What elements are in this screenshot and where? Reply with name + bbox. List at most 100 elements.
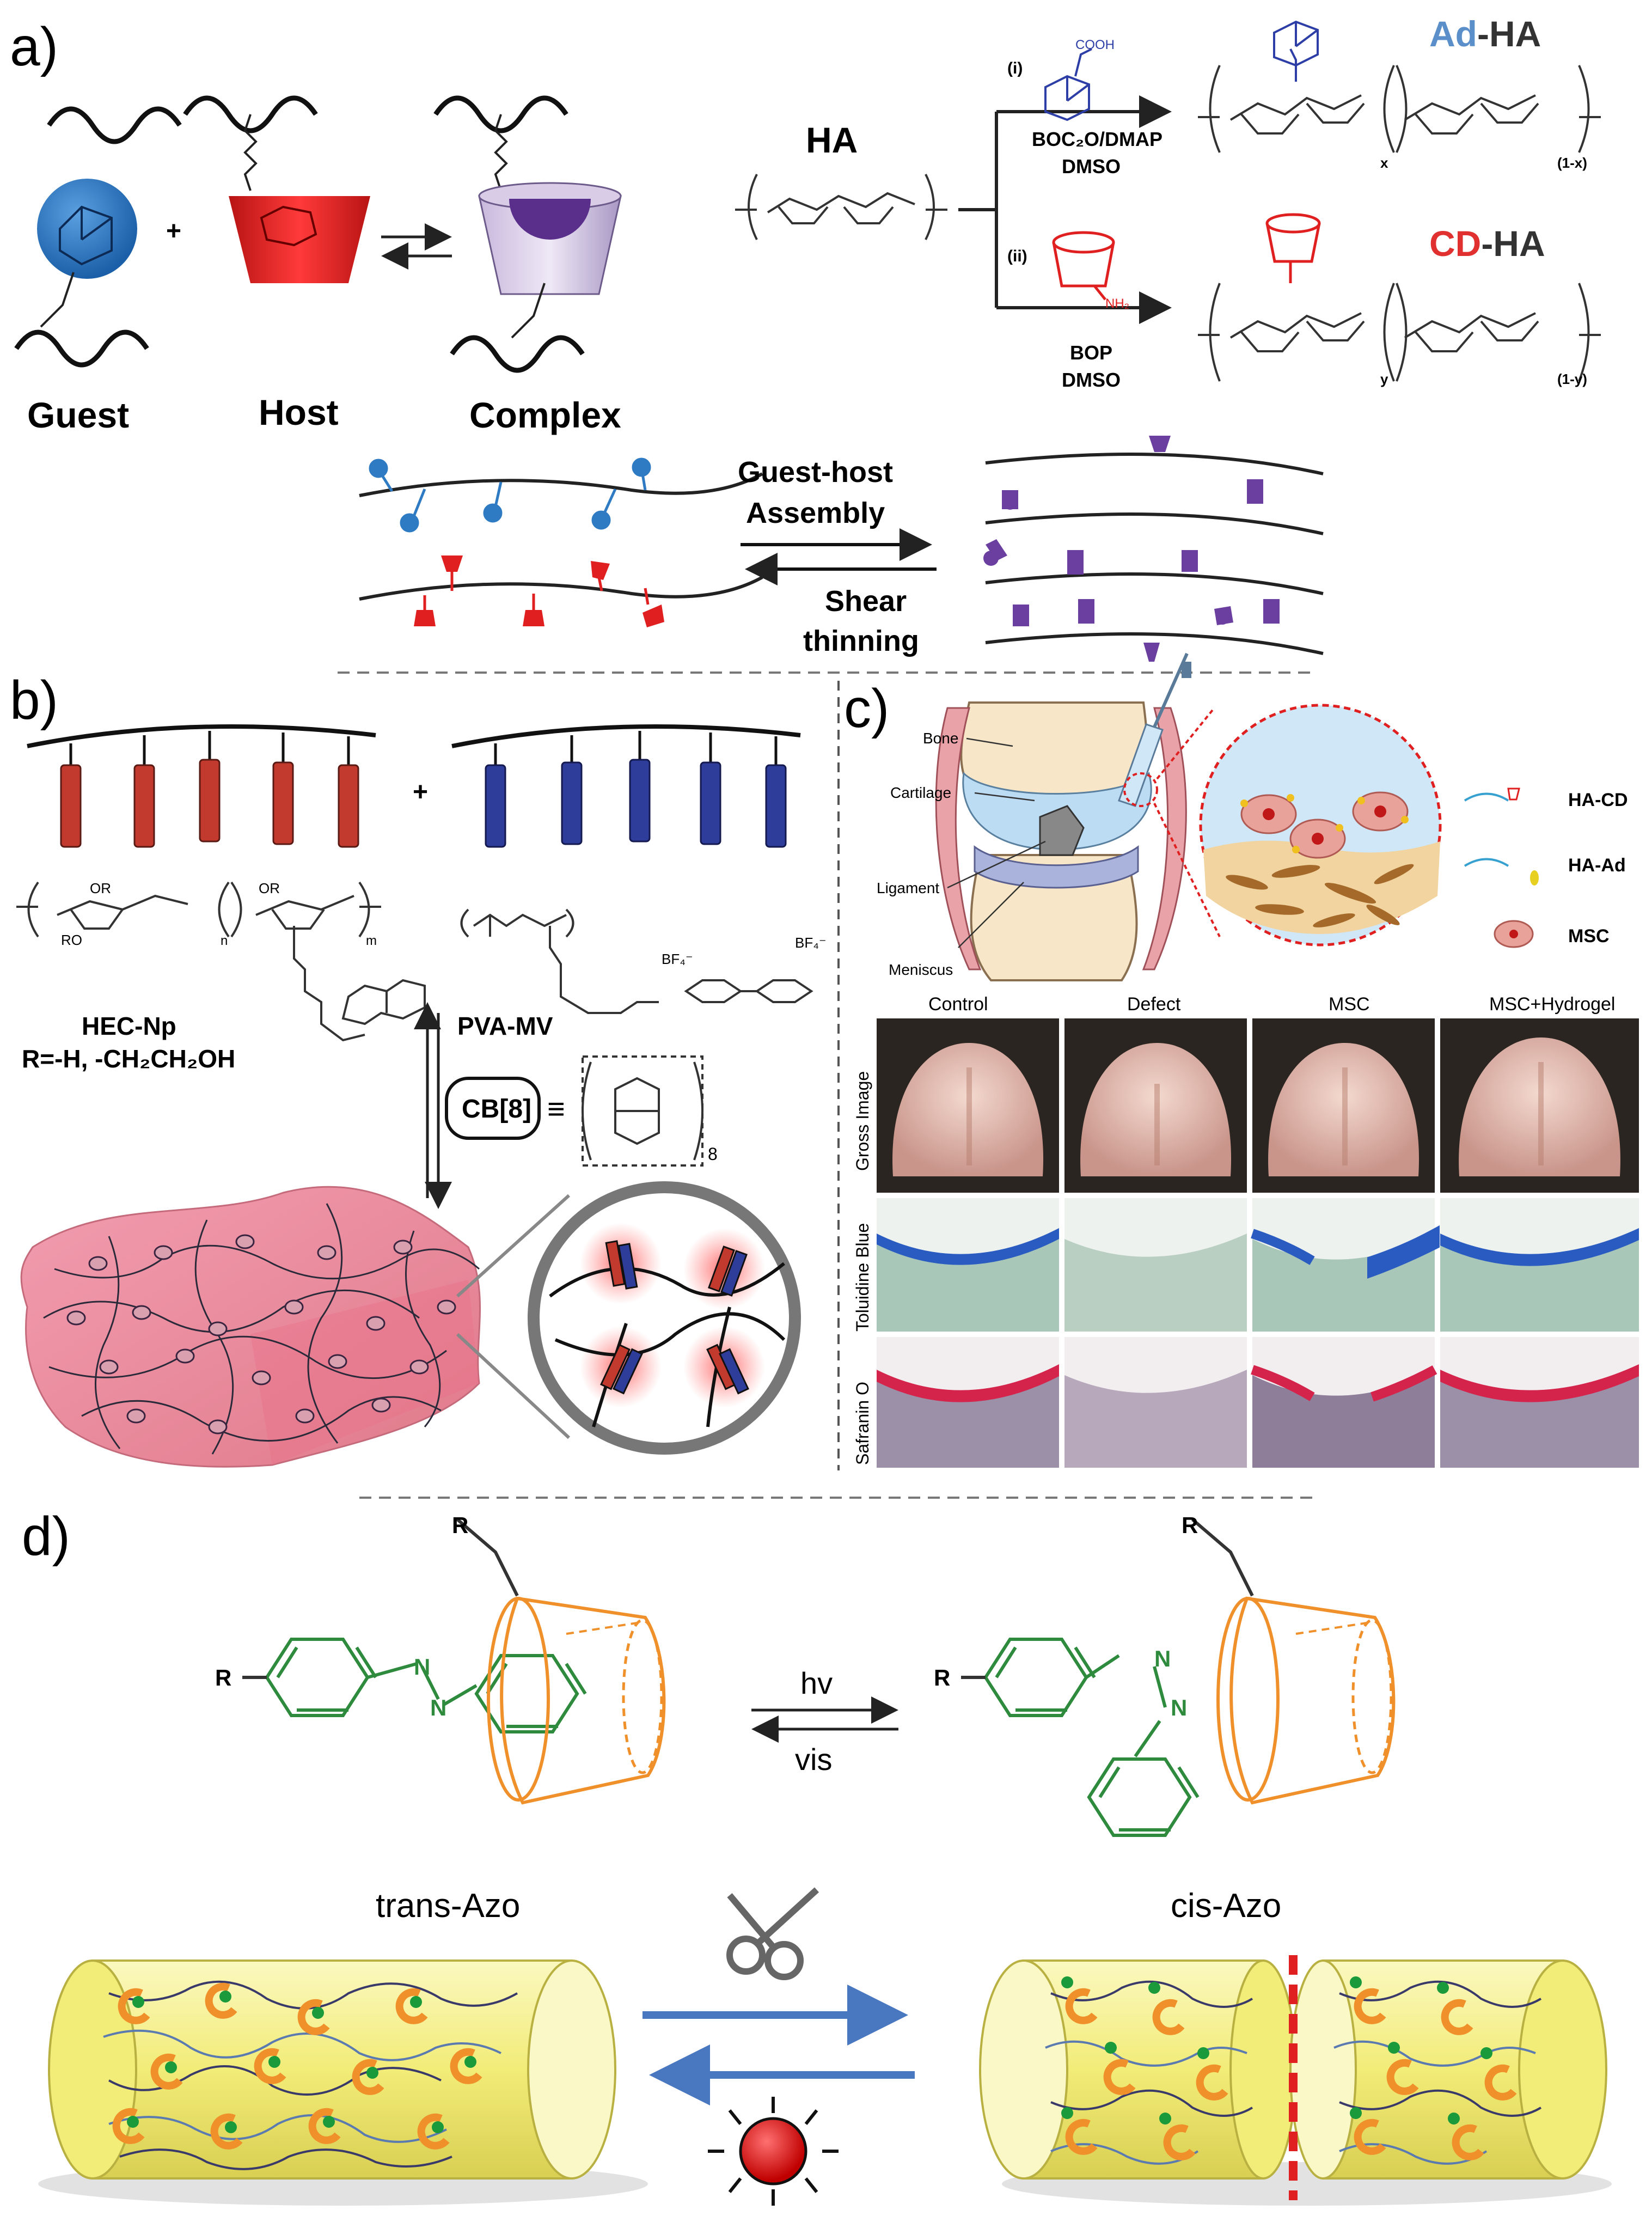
assembly-arrows	[741, 528, 937, 585]
complex-label: Complex	[469, 395, 621, 435]
cis-n-2: N	[1171, 1695, 1187, 1720]
col-defect: Defect	[1127, 994, 1181, 1015]
cooh-label: COOH	[1075, 38, 1115, 52]
gross-row	[877, 1018, 1639, 1193]
cb8-crosslink	[252, 1370, 271, 1385]
cb8-crosslink	[154, 1245, 173, 1260]
trans-azo-molecule	[242, 1518, 666, 1805]
assembly-label-1: Guest-host	[738, 456, 893, 489]
complex-molecule	[433, 95, 622, 373]
trans-azo-label: trans-Azo	[376, 1887, 520, 1925]
row-toluidine: Toluidine Blue	[853, 1223, 872, 1332]
cb8-crosslink	[175, 1348, 195, 1364]
gel-crosslinks	[66, 1234, 456, 1434]
ha-label: HA	[806, 120, 858, 160]
reagent-ii-1: BOP	[1070, 341, 1112, 364]
cb8-crosslink	[328, 1354, 347, 1369]
panel-b: b) + OR OR	[10, 670, 840, 1470]
cb8-crosslink	[99, 1359, 119, 1375]
panel-c-label: c)	[844, 678, 889, 739]
hec-label: HEC-Np	[82, 1012, 176, 1040]
panel-b-label: b)	[10, 670, 58, 731]
reagent-ii-2: DMSO	[1062, 369, 1121, 391]
pva-bf4-1: BF₄⁻	[662, 951, 693, 967]
assembled-network	[985, 453, 1324, 655]
toluidine-row	[877, 1198, 1639, 1332]
hydrogel-zoom	[1199, 704, 1442, 947]
anat-ligament: Ligament	[877, 880, 939, 896]
hec-r-def: R=-H, -CH₂CH₂OH	[22, 1045, 235, 1073]
panel-d-label: d)	[22, 1506, 70, 1567]
hec-m: m	[366, 933, 377, 948]
trans-azo-dots	[127, 1991, 476, 2133]
cis-cylinder	[979, 1955, 1612, 2206]
guest-molecule	[14, 106, 182, 368]
plus-a: +	[166, 217, 181, 246]
route-ii: (ii)	[1007, 247, 1027, 265]
cb8-crosslink	[208, 1419, 228, 1434]
cb8-crosslink	[409, 1359, 429, 1375]
zoom-rods	[600, 1240, 749, 1395]
col-control: Control	[928, 994, 988, 1015]
hec-backbone	[27, 724, 376, 748]
blue-rods	[485, 731, 787, 848]
red-rods	[60, 731, 359, 848]
plus-b: +	[413, 778, 428, 807]
cb8-crosslink	[235, 1234, 255, 1249]
separated-strands	[359, 457, 763, 627]
col-msc: MSC	[1329, 994, 1370, 1015]
cb8-subscript: 8	[708, 1144, 718, 1164]
legend-ha-cd: HA-CD	[1568, 790, 1628, 810]
pva-backbone	[451, 724, 801, 748]
cb8-crosslink	[208, 1321, 228, 1336]
cb8-equiv: ≡	[547, 1091, 565, 1126]
host-molecule	[183, 95, 370, 283]
panel-a-label: a)	[10, 16, 58, 77]
complex-crosslinks	[983, 436, 1280, 662]
ad-pendant	[1273, 20, 1319, 82]
cb8-crosslink	[366, 1316, 386, 1331]
adamantane-ball	[37, 179, 137, 279]
nh2-label: NH₂	[1105, 296, 1129, 311]
cd-ha-title: CD-HA	[1429, 223, 1545, 264]
trans-n-1: N	[414, 1654, 430, 1680]
route-i: (i)	[1007, 59, 1023, 77]
cb8-structure	[582, 1055, 703, 1167]
gel-block	[20, 1186, 481, 1468]
ad-sub-x: x	[1380, 155, 1388, 171]
hec-n: n	[221, 933, 228, 948]
pva-bf4-2: BF₄⁻	[795, 935, 827, 951]
cb8-crosslink	[66, 1310, 86, 1326]
trans-r-1: R	[215, 1665, 231, 1690]
gel-chains	[43, 1203, 480, 1455]
cd-sub-y: y	[1380, 371, 1388, 387]
hec-structure	[16, 881, 426, 1042]
scissors-icon	[726, 1887, 819, 1980]
light-icon	[708, 2097, 839, 2206]
cb8-crosslink	[295, 1408, 315, 1424]
cb8-crosslink	[437, 1299, 456, 1315]
guest-label: Guest	[27, 395, 129, 435]
legend-ha-ad: HA-Ad	[1568, 855, 1626, 876]
trans-n-2: N	[430, 1695, 446, 1720]
cb8-label: CB[8]	[462, 1095, 531, 1124]
cis-n-1: N	[1154, 1646, 1171, 1671]
safranin-row	[877, 1337, 1639, 1468]
cb8-box: CB[8]	[445, 1077, 541, 1140]
cis-azo-label: cis-Azo	[1171, 1887, 1281, 1925]
hydrogel-legend	[1464, 788, 1539, 948]
row-safranin: Safranin O	[853, 1382, 872, 1465]
reagent-i-2: DMSO	[1062, 155, 1121, 178]
vis-label: vis	[795, 1742, 832, 1777]
panel-d: d) R R N N hv vis	[22, 1506, 1612, 2206]
anat-bone: Bone	[923, 730, 958, 747]
trans-r-2: R	[452, 1512, 468, 1538]
cd-sub-1y: (1-y)	[1557, 371, 1587, 387]
knee-illustration	[935, 652, 1191, 981]
equilibrium-arrows-b	[414, 1002, 452, 1209]
cb8-crosslink	[371, 1397, 391, 1413]
cb8-crosslink	[284, 1299, 304, 1315]
hec-or-2: OR	[259, 880, 280, 896]
shear-label-2: thinning	[803, 625, 919, 657]
